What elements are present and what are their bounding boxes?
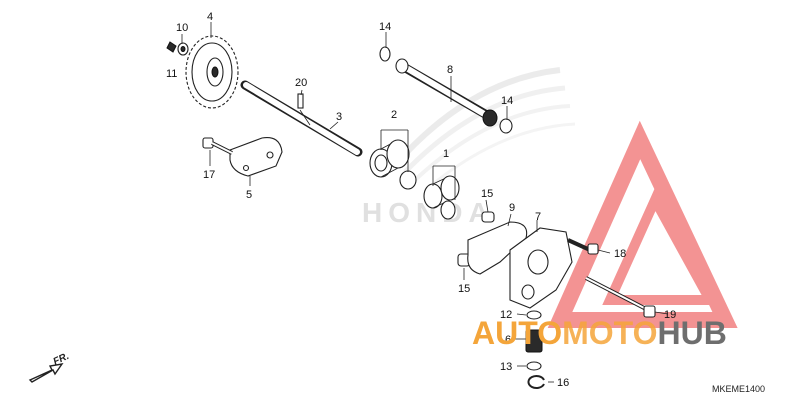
gear-part-4 [185, 35, 239, 109]
watermark-triangle [547, 120, 738, 328]
bearing-part-2 [369, 139, 417, 190]
callout-1: 1 [443, 148, 449, 160]
washer-part-11 [166, 41, 177, 53]
callout-5: 5 [246, 189, 252, 201]
callout-3: 3 [336, 111, 342, 123]
callout-14-lower: 14 [501, 95, 513, 107]
callout-6: 6 [505, 334, 511, 346]
gasket-part-9 [467, 221, 528, 275]
washer-part-12 [526, 310, 542, 320]
callout-12: 12 [500, 309, 512, 321]
callout-11: 11 [166, 68, 177, 80]
watermark-brand: AUTOMOTOHUB [472, 315, 727, 351]
background-wing-logo [392, 67, 576, 190]
diagram-code: MKEME1400 [712, 384, 765, 394]
watermark-part-hub: HUB [657, 315, 726, 351]
front-arrow-icon [28, 363, 64, 383]
watermark-part-moto: MOTO [562, 315, 657, 351]
leader-lines [181, 22, 669, 383]
clip-part-16 [527, 375, 545, 389]
washer-part-14-upper [379, 46, 391, 62]
shaft-part-8 [395, 58, 498, 127]
svg-text:AUTOMOTOHUB: AUTOMOTOHUB [472, 315, 727, 351]
callout-9: 9 [509, 202, 515, 214]
plug-part-6 [525, 329, 543, 353]
pin-part-20 [297, 93, 304, 109]
callout-4: 4 [207, 11, 213, 23]
dowel-part-15-upper [481, 211, 495, 223]
plate-part-5 [229, 137, 283, 177]
callout-15-lower: 15 [458, 283, 470, 295]
bolt-part-19 [585, 276, 656, 318]
callout-2: 2 [391, 109, 397, 121]
callout-15-upper: 15 [481, 188, 493, 200]
front-marker-label: FR. [52, 351, 71, 368]
callout-7: 7 [535, 211, 541, 223]
watermark-part-auto: AUTO [472, 315, 562, 351]
pump-body-part-7 [509, 227, 573, 309]
bolt-part-17 [202, 137, 233, 155]
shaft-part-3 [240, 80, 363, 157]
callout-18: 18 [614, 248, 626, 260]
nut-part-10 [177, 42, 189, 56]
callout-10: 10 [176, 22, 188, 34]
callout-20: 20 [295, 77, 307, 89]
washer-part-13 [526, 361, 542, 371]
washer-part-14-lower [499, 118, 513, 134]
callout-16: 16 [557, 377, 569, 389]
callout-13: 13 [500, 361, 512, 373]
callout-19: 19 [664, 309, 676, 321]
callout-8: 8 [447, 64, 453, 76]
callout-17: 17 [203, 169, 215, 181]
needle-bearing-part-1 [423, 175, 460, 220]
bolt-part-18 [567, 238, 599, 255]
callout-14-upper: 14 [379, 21, 391, 33]
